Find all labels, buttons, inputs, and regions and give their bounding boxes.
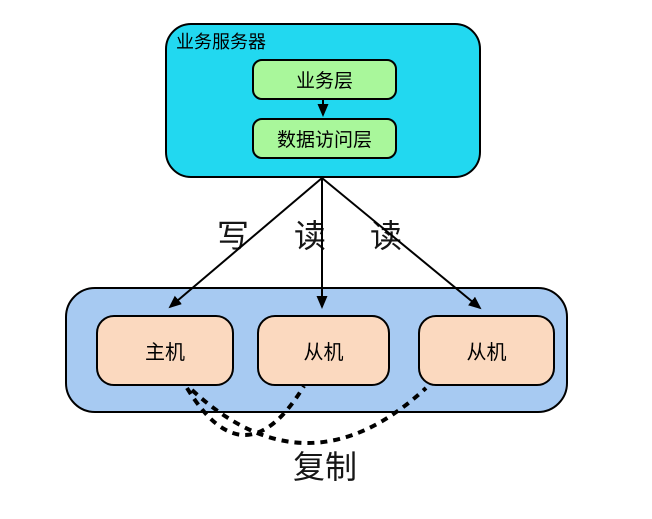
- business-server-title: 业务服务器: [176, 32, 266, 52]
- node-slave-2: 从机: [418, 315, 555, 386]
- edge-label-read-1: 读: [294, 218, 327, 254]
- node-data-access-layer: 数据访问层: [252, 118, 397, 159]
- edge-label-read-2: 读: [370, 218, 403, 254]
- node-master: 主机: [96, 315, 234, 386]
- edge-label-write: 写: [217, 218, 250, 254]
- node-business-layer: 业务层: [252, 59, 397, 100]
- business-server-container: 业务服务器 业务层 数据访问层: [165, 23, 481, 178]
- node-slave-1: 从机: [257, 315, 390, 386]
- edge-label-replicate: 复制: [293, 449, 358, 485]
- db-cluster-container: 主机 从机 从机: [65, 287, 568, 413]
